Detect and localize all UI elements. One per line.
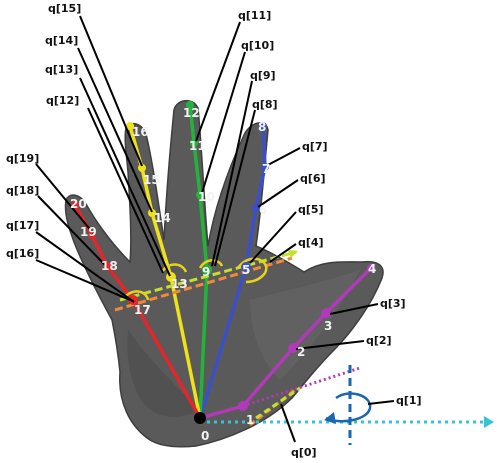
q-label-15: q[15] [48, 2, 81, 15]
leader-q7 [266, 148, 300, 166]
joint-label-10: 10 [198, 190, 215, 204]
joint-label-20: 20 [70, 197, 87, 211]
joint-dot-0 [194, 412, 206, 424]
q-label-2: q[2] [366, 334, 392, 347]
joint-label-8: 8 [258, 120, 266, 134]
q-label-11: q[11] [238, 9, 271, 22]
q-label-14: q[14] [45, 34, 78, 47]
joint-label-17: 17 [134, 303, 151, 317]
joint-label-4: 4 [368, 262, 376, 276]
q-label-9: q[9] [250, 69, 276, 82]
q-label-12: q[12] [46, 94, 79, 107]
joint-dot-3 [321, 308, 331, 318]
joint-label-7: 7 [262, 162, 270, 176]
leader-q11 [196, 22, 240, 141]
joint-label-3: 3 [324, 319, 332, 333]
mcp-lime-arrowhead [288, 250, 298, 258]
q-label-17: q[17] [6, 219, 39, 232]
joint-label-15: 15 [143, 173, 160, 187]
joint-label-11: 11 [189, 139, 206, 153]
q-label-10: q[10] [241, 39, 274, 52]
q-label-19: q[19] [6, 152, 39, 165]
joint-label-16: 16 [132, 125, 149, 139]
joint-label-0: 0 [201, 429, 209, 443]
joint-dot-1 [238, 401, 248, 411]
joint-label-9: 9 [202, 265, 210, 279]
joint-label-6: 6 [259, 203, 267, 217]
q-label-8: q[8] [252, 98, 278, 111]
q-label-1: q[1] [396, 394, 422, 407]
leader-q1 [368, 401, 394, 404]
joint-label-19: 19 [80, 225, 97, 239]
q-label-3: q[3] [380, 297, 406, 310]
joint-label-12: 12 [183, 106, 200, 120]
q-label-13: q[13] [45, 63, 78, 76]
q-label-4: q[4] [298, 236, 324, 249]
q-label-16: q[16] [6, 247, 39, 260]
base-x-axis-arrowhead [484, 416, 494, 428]
q-label-7: q[7] [302, 140, 328, 153]
q-label-5: q[5] [298, 203, 324, 216]
joint-label-5: 5 [242, 263, 250, 277]
joint-label-18: 18 [101, 259, 118, 273]
leader-q15 [80, 16, 142, 166]
joint-label-13: 13 [171, 277, 188, 291]
q-label-6: q[6] [300, 172, 326, 185]
joint-label-1: 1 [246, 413, 254, 427]
q-label-0: q[0] [291, 446, 317, 459]
q-label-18: q[18] [6, 184, 39, 197]
rotation-arc-q1-arrowhead [324, 412, 336, 424]
joint-label-2: 2 [297, 345, 305, 359]
joint-label-14: 14 [154, 211, 171, 225]
